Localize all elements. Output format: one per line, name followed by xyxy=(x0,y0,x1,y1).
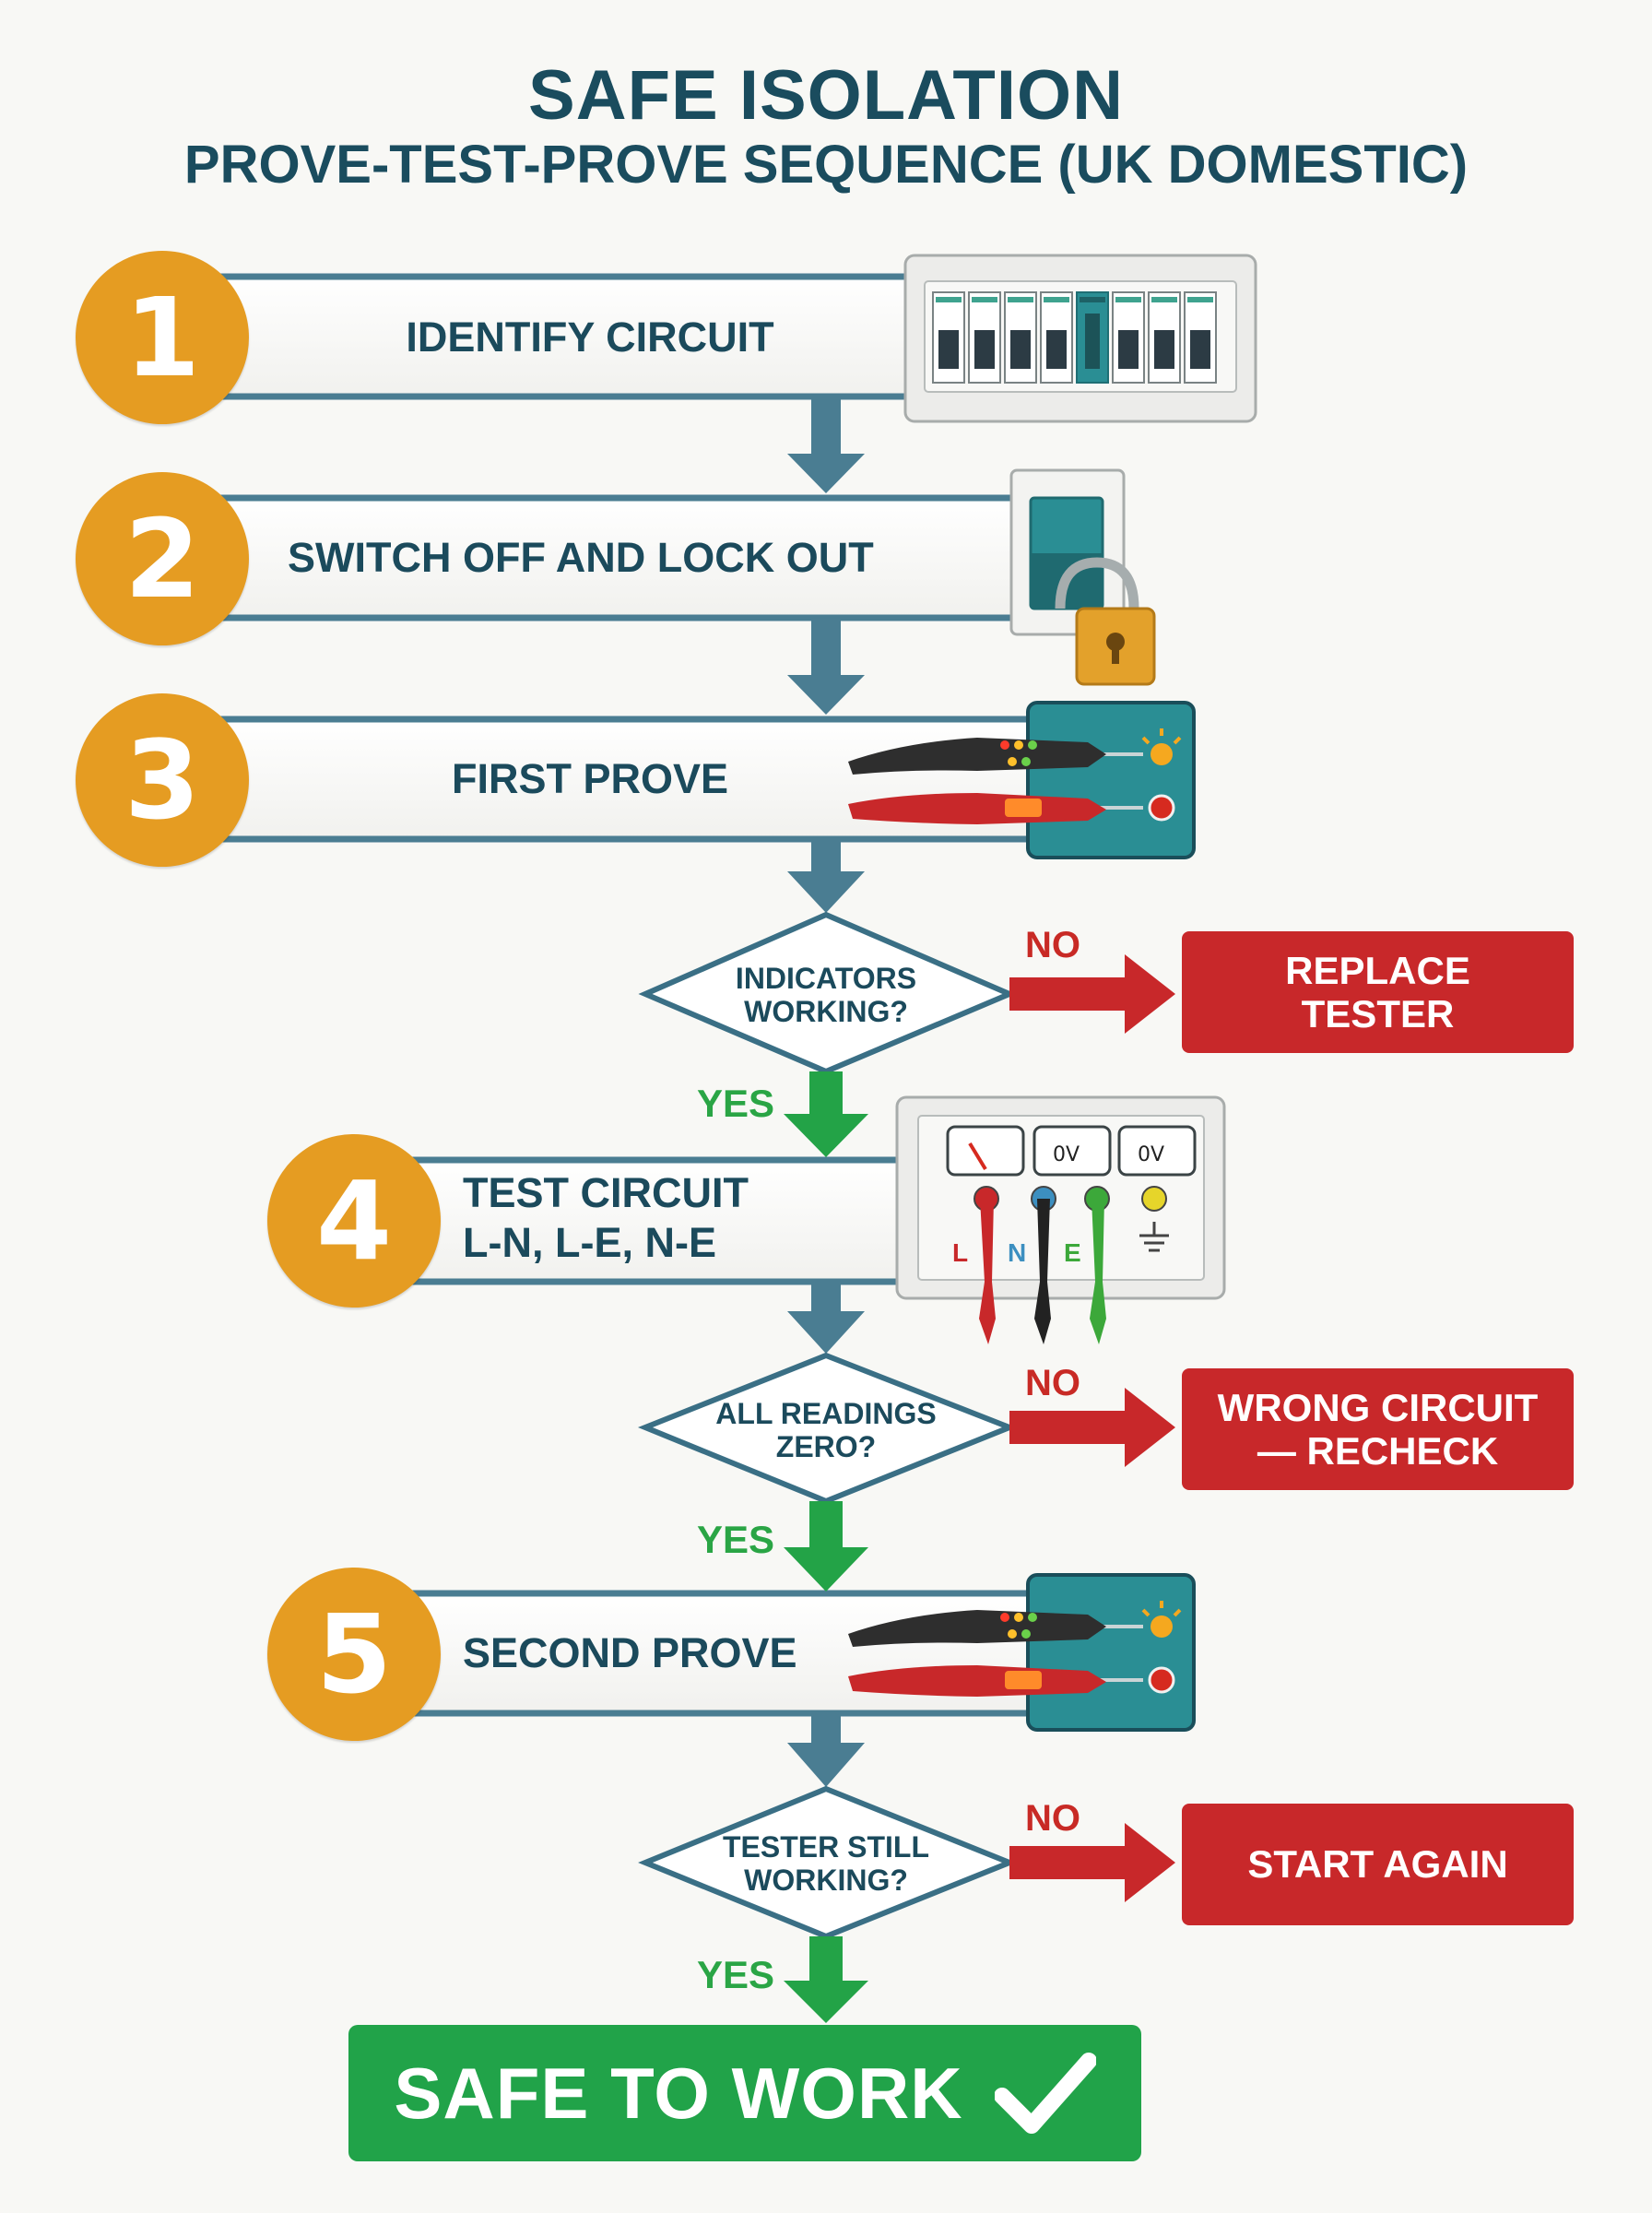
step-label-4-line2: L-N, L-E, N-E xyxy=(463,1219,716,1266)
yes-arrow-1 xyxy=(784,1071,868,1157)
safe-to-work-box: SAFE TO WORK xyxy=(348,2025,1141,2161)
no-label-3: NO xyxy=(1025,1798,1080,1839)
yes-arrow-3 xyxy=(784,1936,868,2023)
outcome-start-again: START AGAIN xyxy=(1182,1804,1574,1925)
step-label-1: IDENTIFY CIRCUIT xyxy=(406,314,774,361)
no-arrow-2 xyxy=(1009,1388,1175,1467)
step-number-1: 1 xyxy=(76,251,249,424)
terminal-label-e: E xyxy=(1064,1238,1081,1267)
no-arrows xyxy=(1009,954,1175,1902)
step-label-2: SWITCH OFF AND LOCK OUT xyxy=(288,534,874,581)
yes-label-1: YES xyxy=(697,1082,775,1125)
no-arrow-3 xyxy=(1009,1823,1175,1902)
page-subtitle: PROVE-TEST-PROVE SEQUENCE (UK DOMESTIC) xyxy=(183,135,1469,195)
step-bar-1 xyxy=(166,273,922,400)
no-arrow-1 xyxy=(1009,954,1175,1034)
decision-question-3: TESTER STILL WORKING? xyxy=(723,1830,929,1897)
down-arrow-3-d1 xyxy=(787,839,865,913)
decision-question-2: ALL READINGS ZERO? xyxy=(715,1397,937,1463)
step-number-2: 2 xyxy=(76,472,249,645)
yes-label-2: YES xyxy=(697,1518,775,1561)
step-bar-4 xyxy=(406,1156,913,1285)
yes-arrow-2 xyxy=(784,1501,868,1592)
decision-question-1: INDICATORS WORKING? xyxy=(735,962,917,1028)
voltage-tester-icon xyxy=(895,1095,1226,1344)
consumer-unit-icon xyxy=(903,254,1257,423)
down-arrow-1-2 xyxy=(787,396,865,493)
yes-arrows xyxy=(784,1071,868,2023)
meter-reading-1: 0V xyxy=(1053,1143,1080,1166)
step-number-5: 5 xyxy=(267,1568,441,1741)
step-number-3: 3 xyxy=(76,693,249,867)
terminal-label-l: L xyxy=(952,1238,969,1267)
down-arrow-4-d2 xyxy=(787,1282,865,1354)
outcome-replace-tester: REPLACE TESTER xyxy=(1182,931,1574,1053)
down-arrow-5-d3 xyxy=(787,1713,865,1787)
yes-label-3: YES xyxy=(697,1953,775,1996)
down-arrow-2-3 xyxy=(787,618,865,715)
padlock-switch-icon xyxy=(1009,468,1156,686)
step-label-3: FIRST PROVE xyxy=(451,755,729,802)
no-label-1: NO xyxy=(1025,925,1080,965)
step-bar-2 xyxy=(166,494,1014,621)
page-title: SAFE ISOLATION xyxy=(528,56,1124,135)
proving-unit-icon xyxy=(848,701,1196,859)
flow-arrows xyxy=(787,396,865,1787)
step-label-5: SECOND PROVE xyxy=(463,1629,797,1676)
proving-unit-icon xyxy=(848,1573,1196,1732)
outcome-wrong-circuit: WRONG CIRCUIT — RECHECK xyxy=(1182,1368,1574,1490)
step-label-4-line1: TEST CIRCUIT xyxy=(463,1169,749,1216)
step-number-4: 4 xyxy=(267,1134,441,1308)
terminal-label-n: N xyxy=(1008,1238,1027,1267)
meter-reading-2: 0V xyxy=(1138,1143,1165,1166)
no-label-2: NO xyxy=(1025,1363,1080,1403)
safe-to-work-label: SAFE TO WORK xyxy=(394,2052,963,2134)
checkmark-icon xyxy=(994,2053,1096,2134)
